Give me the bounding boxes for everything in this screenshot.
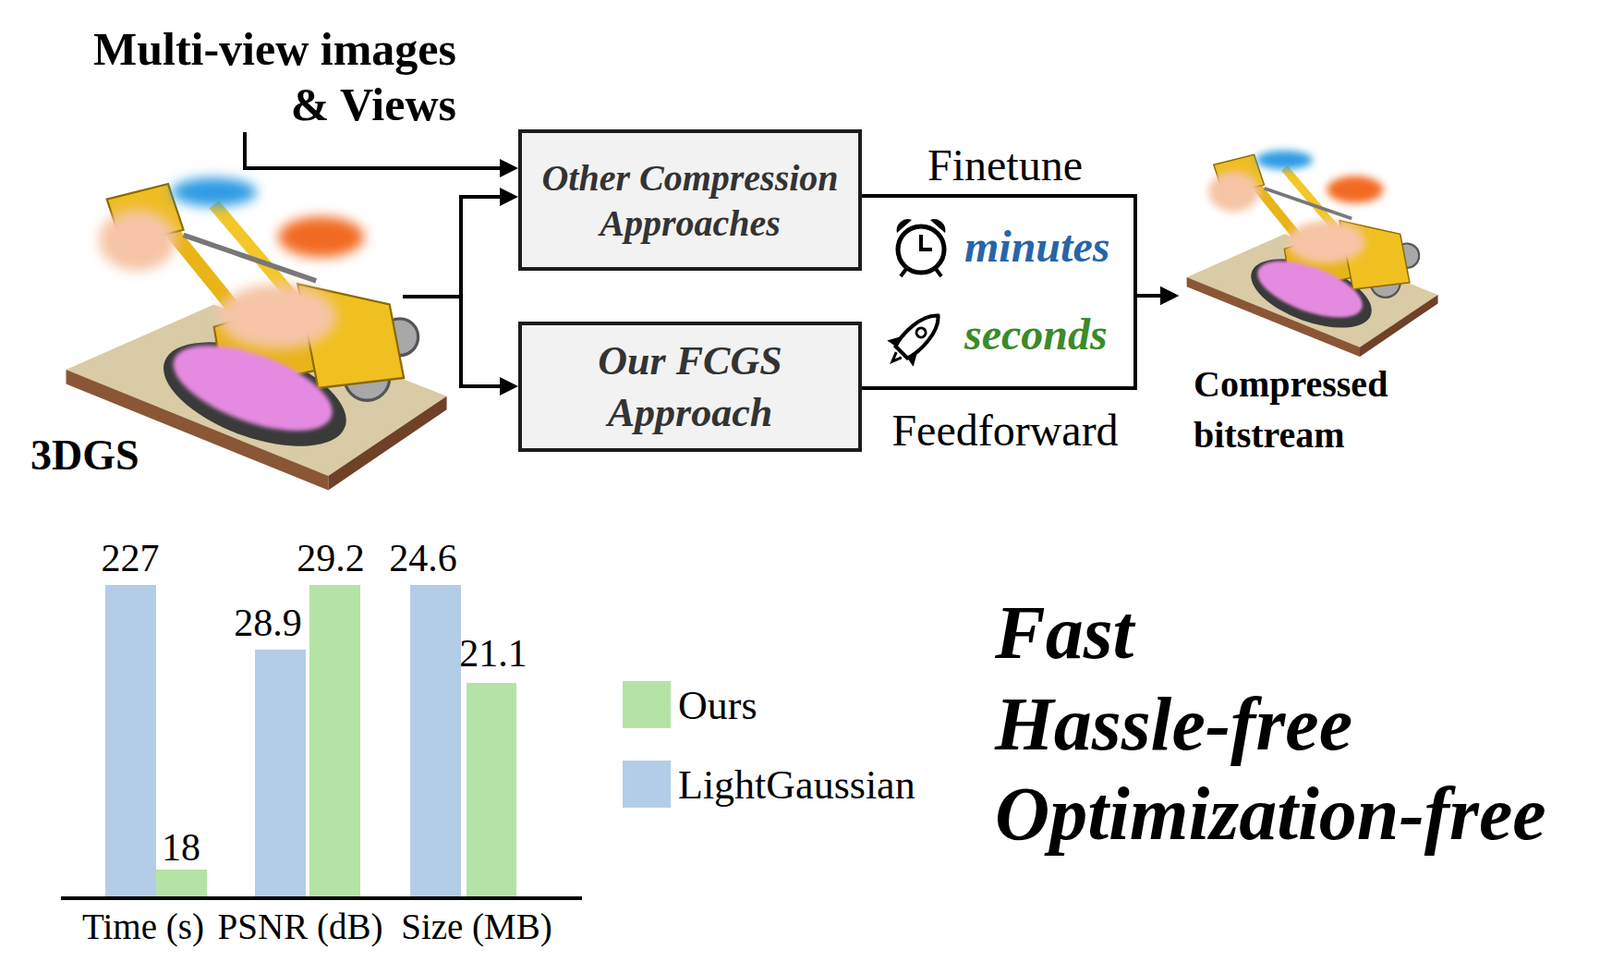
rocket-window [914, 326, 928, 340]
edge-label: Feedforward [891, 406, 1118, 456]
clock-bell [930, 218, 946, 233]
arrow-head [499, 158, 519, 178]
connector-line [402, 196, 504, 297]
scene-compressed [1187, 150, 1439, 357]
chart-baseline [60, 896, 582, 900]
rocket-icon [879, 302, 952, 375]
node-text: 3DGS [30, 431, 140, 480]
bar [105, 584, 157, 898]
connector [402, 187, 519, 297]
arrow-head [499, 376, 519, 396]
legend-swatch [622, 680, 671, 728]
text-label: 18 [161, 825, 201, 869]
arrow-head [1160, 286, 1179, 305]
text-label: 29.2 [296, 536, 365, 580]
bar-chart [60, 584, 582, 898]
clock-hands [921, 234, 933, 250]
text-label: Optimization-free [994, 772, 1547, 856]
text-label: PSNR (dB) [218, 907, 384, 947]
text-label: minutes [964, 222, 1110, 272]
node-text: Multi-view images & Views [68, 21, 457, 133]
connector [861, 195, 1179, 305]
bar [156, 869, 207, 898]
box-text: Other Compression Approaches [531, 155, 849, 246]
text-label: Hassle-free [994, 682, 1353, 766]
output-node: Compressed bitstream [1178, 153, 1447, 468]
text-label: seconds [964, 310, 1108, 360]
connector-line [861, 195, 1164, 296]
bar [254, 649, 306, 898]
bar [466, 682, 517, 898]
input-label-node: Multi-view images & Views [68, 21, 457, 133]
scene-node: 3DGS [30, 175, 403, 485]
node-text: Compressed bitstream [1193, 358, 1436, 461]
text-label: 21.1 [459, 631, 528, 675]
connector-line [402, 296, 504, 387]
connector-line [244, 132, 504, 169]
clock-leg [935, 268, 942, 277]
text-label: 24.6 [388, 536, 458, 580]
process-box: Our FCGS Approach [518, 321, 862, 452]
process-box: Other Compression Approaches [518, 129, 862, 271]
legend-text: LightGaussian [678, 763, 916, 808]
bar [410, 584, 461, 898]
legend-swatch [622, 760, 671, 808]
edge-label: Finetune [927, 141, 1083, 191]
box-text: Our FCGS Approach [531, 335, 849, 439]
connector [402, 296, 519, 396]
text-label: 227 [101, 536, 160, 580]
text-label: Size (MB) [400, 907, 553, 947]
text-label: Fast [994, 591, 1134, 675]
clock-bell [896, 218, 912, 233]
connector [861, 286, 1179, 388]
rocket-flame [889, 351, 902, 364]
rocket-body [893, 307, 946, 361]
clock-icon [896, 218, 946, 277]
rocket-fin [886, 328, 907, 349]
bar [309, 584, 361, 898]
text-label: Time (s) [82, 907, 205, 947]
arrow-head [1160, 286, 1179, 305]
text-label: 28.9 [233, 601, 303, 644]
connector-line [861, 295, 1164, 388]
arrow-head [499, 187, 519, 207]
rocket-fin [906, 347, 926, 367]
clock-leg [900, 268, 907, 277]
clock-face [897, 226, 945, 273]
connector [244, 132, 519, 178]
legend-text: Ours [678, 683, 758, 728]
